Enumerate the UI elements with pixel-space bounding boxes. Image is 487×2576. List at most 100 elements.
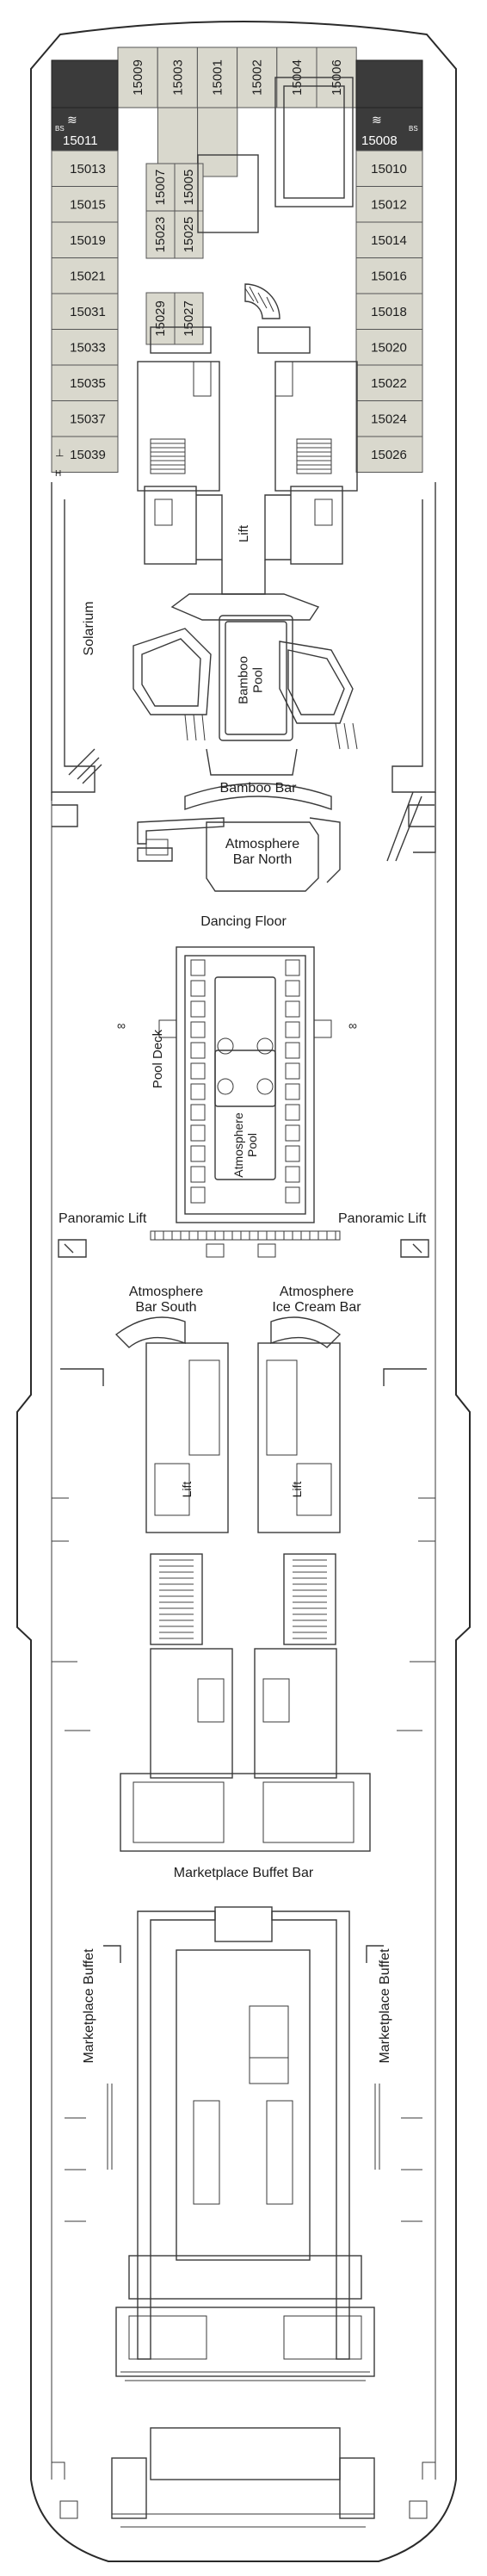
wave-icon: ≋	[67, 113, 77, 127]
cabin-label: 15003	[170, 59, 185, 96]
label-line: Atmosphere	[129, 1285, 203, 1299]
cabin-15015[interactable]	[51, 186, 119, 223]
marketplace-buffet-right-label: Marketplace Buffet	[378, 1948, 392, 2064]
right-cabin-column: 1501015012150141501615018150201502215024…	[355, 150, 423, 473]
lift-right-label: Lift	[290, 1482, 304, 1498]
suite-left-top	[51, 59, 119, 108]
sunbed	[285, 1145, 300, 1162]
cabin-15018[interactable]	[355, 293, 423, 330]
cabin-15019[interactable]	[51, 221, 119, 258]
sunbed	[285, 1021, 300, 1038]
cabin-label: 15010	[371, 162, 407, 176]
cabin-label: 15033	[70, 340, 106, 355]
cabin-label: 15002	[250, 59, 265, 96]
pool-deck-label: Pool Deck	[151, 1029, 165, 1088]
suite-left-badge: BS	[55, 125, 65, 133]
label-line: Bar South	[135, 1300, 196, 1315]
cabin-15026[interactable]	[355, 436, 423, 473]
upper-structure	[137, 77, 358, 492]
cabin-15022[interactable]	[355, 364, 423, 401]
cabin-15010[interactable]	[355, 150, 423, 187]
bamboo-pool-label: BambooPool	[237, 656, 266, 704]
cabin-label: 15029	[153, 300, 168, 337]
sunbed	[285, 1104, 300, 1121]
mid-structure	[52, 1316, 435, 1542]
cabin-label: 15039	[70, 448, 106, 462]
cabin-15002[interactable]	[237, 46, 278, 108]
sunbed	[285, 1042, 300, 1059]
lift-label: Lift	[237, 524, 251, 542]
bamboo-pool-line1: BambooPool	[237, 656, 266, 704]
panoramic-lift-left-label: Panoramic Lift	[59, 1211, 147, 1226]
label-line: Ice Cream Bar	[272, 1300, 361, 1315]
panoramic-lift-right	[400, 1239, 429, 1258]
cabin-15027[interactable]	[174, 292, 204, 345]
sunbed	[190, 1186, 206, 1204]
cabin-label: 15031	[70, 305, 106, 319]
cabin-15009[interactable]	[117, 46, 158, 108]
sunbeds	[190, 959, 300, 1204]
panoramic-lift-right-label: Panoramic Lift	[338, 1211, 427, 1226]
circle-seat-icon: ∞	[348, 1019, 357, 1032]
solarium-area	[51, 482, 436, 862]
sunbed	[190, 980, 206, 997]
lift-block	[144, 486, 343, 595]
cabin-15003[interactable]	[157, 46, 198, 108]
sunbed	[190, 1166, 206, 1183]
cabin-label: 15018	[371, 305, 407, 319]
cabin-label: 15037	[70, 412, 106, 426]
cabin-15039[interactable]	[51, 436, 119, 473]
cabin-15007[interactable]	[145, 163, 176, 212]
cabin-15031[interactable]	[51, 293, 119, 330]
sunbed	[190, 1145, 206, 1162]
cabin-15021[interactable]	[51, 257, 119, 294]
sunbed	[285, 1166, 300, 1183]
label-line: Bar North	[233, 852, 292, 867]
sunbed	[190, 1104, 206, 1121]
cabin-label: 15005	[182, 170, 196, 206]
cabin-label: 15020	[371, 340, 407, 355]
bamboo-pool-area	[133, 593, 358, 776]
cabin-15014[interactable]	[355, 221, 423, 258]
sunbed	[285, 959, 300, 976]
atmosphere-bar-north-area	[137, 817, 341, 892]
cabin-15035[interactable]	[51, 364, 119, 401]
cabin-label: 15014	[371, 233, 407, 248]
cabin-15037[interactable]	[51, 400, 119, 437]
cabin-15012[interactable]	[355, 186, 423, 223]
cabin-label: 15021	[70, 269, 106, 283]
cabin-label: 15027	[182, 300, 196, 337]
atmosphere-pool-line1: AtmospherePool	[231, 1112, 259, 1178]
sunbed	[190, 1042, 206, 1059]
dancing-floor-label: Dancing Floor	[200, 914, 287, 929]
cabin-label: 15012	[371, 197, 407, 212]
pool-deck-area: ∞ ∞	[117, 946, 357, 1258]
label-line: Bamboo	[237, 656, 251, 704]
cabin-15020[interactable]	[355, 329, 423, 366]
suite-right-badge: BS	[409, 125, 418, 133]
sunbed	[285, 1000, 300, 1018]
marketplace-buffet-bar-label: Marketplace Buffet Bar	[174, 1866, 314, 1880]
cabin-15033[interactable]	[51, 329, 119, 366]
cabin-label: 15009	[131, 59, 145, 96]
suite-left-label: 15011	[63, 133, 98, 148]
cabin-label: 15022	[371, 376, 407, 391]
cabin-15016[interactable]	[355, 257, 423, 294]
sunbed	[190, 959, 206, 976]
suite-right-box[interactable]	[355, 107, 423, 152]
suite-right-label: 15008	[361, 133, 398, 148]
mid-stairs	[52, 1553, 435, 1852]
cabin-label: 15023	[153, 217, 168, 253]
sunbed	[285, 1124, 300, 1142]
cabin-15013[interactable]	[51, 150, 119, 187]
cabin-15023[interactable]	[145, 210, 176, 259]
suite-left-box[interactable]	[51, 107, 119, 152]
cabin-label: 15024	[371, 412, 407, 426]
sunbed	[285, 1186, 300, 1204]
accessible-icon: ⊥	[55, 447, 64, 459]
